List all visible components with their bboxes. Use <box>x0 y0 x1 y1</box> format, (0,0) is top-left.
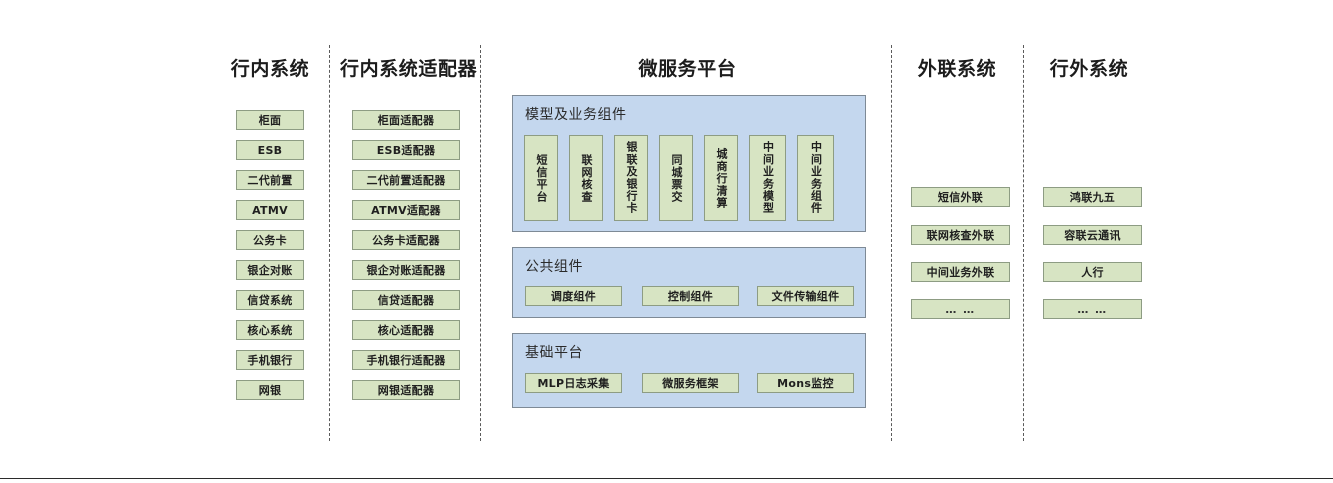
node-model-component-4[interactable]: 同城票交 <box>659 135 693 221</box>
node-in-bank-system-3[interactable]: 二代前置 <box>236 170 304 190</box>
node-in-bank-system-2[interactable]: ESB <box>236 140 304 160</box>
column-divider-2 <box>480 45 481 441</box>
node-in-bank-adapter-7[interactable]: 信贷适配器 <box>352 290 460 310</box>
column-title-external-link-systems: 外联系统 <box>917 58 997 80</box>
panel-public-components: 公共组件 <box>512 247 866 318</box>
node-in-bank-adapter-3[interactable]: 二代前置适配器 <box>352 170 460 190</box>
node-model-component-6[interactable]: 中间业务模型 <box>749 135 786 221</box>
node-public-component-2[interactable]: 控制组件 <box>642 286 739 306</box>
node-off-bank-3[interactable]: 人行 <box>1043 262 1142 282</box>
node-in-bank-adapter-9[interactable]: 手机银行适配器 <box>352 350 460 370</box>
node-off-bank-2[interactable]: 容联云通讯 <box>1043 225 1142 245</box>
node-external-link-1[interactable]: 短信外联 <box>911 187 1010 207</box>
bottom-rule <box>0 478 1333 479</box>
node-in-bank-adapter-10[interactable]: 网银适配器 <box>352 380 460 400</box>
node-in-bank-system-1[interactable]: 柜面 <box>236 110 304 130</box>
node-in-bank-system-9[interactable]: 手机银行 <box>236 350 304 370</box>
node-in-bank-system-8[interactable]: 核心系统 <box>236 320 304 340</box>
node-base-platform-1[interactable]: MLP日志采集 <box>525 373 622 393</box>
node-off-bank-4[interactable]: … … <box>1043 299 1142 319</box>
node-public-component-3[interactable]: 文件传输组件 <box>757 286 854 306</box>
node-in-bank-system-10[interactable]: 网银 <box>236 380 304 400</box>
column-title-microservice-platform: 微服务平台 <box>638 58 737 80</box>
panel-title-base-platform: 基础平台 <box>525 345 583 361</box>
column-title-off-bank-systems: 行外系统 <box>1049 58 1129 80</box>
node-in-bank-system-7[interactable]: 信贷系统 <box>236 290 304 310</box>
node-base-platform-3[interactable]: Mons监控 <box>757 373 854 393</box>
node-in-bank-system-6[interactable]: 银企对账 <box>236 260 304 280</box>
node-in-bank-adapter-6[interactable]: 银企对账适配器 <box>352 260 460 280</box>
node-model-component-3[interactable]: 银联及银行卡 <box>614 135 648 221</box>
column-title-in-bank-adapters: 行内系统适配器 <box>340 58 478 80</box>
node-external-link-2[interactable]: 联网核查外联 <box>911 225 1010 245</box>
node-public-component-1[interactable]: 调度组件 <box>525 286 622 306</box>
node-in-bank-system-4[interactable]: ATMV <box>236 200 304 220</box>
column-divider-4 <box>1023 45 1024 441</box>
node-in-bank-adapter-4[interactable]: ATMV适配器 <box>352 200 460 220</box>
node-in-bank-adapter-2[interactable]: ESB适配器 <box>352 140 460 160</box>
column-divider-3 <box>891 45 892 441</box>
column-title-in-bank-systems: 行内系统 <box>230 58 310 80</box>
node-off-bank-1[interactable]: 鸿联九五 <box>1043 187 1142 207</box>
panel-title-public-components: 公共组件 <box>525 259 583 275</box>
node-base-platform-2[interactable]: 微服务框架 <box>642 373 739 393</box>
node-model-component-2[interactable]: 联网核查 <box>569 135 603 221</box>
node-in-bank-adapter-1[interactable]: 柜面适配器 <box>352 110 460 130</box>
column-divider-1 <box>329 45 330 441</box>
node-model-component-7[interactable]: 中间业务组件 <box>797 135 834 221</box>
node-in-bank-adapter-5[interactable]: 公务卡适配器 <box>352 230 460 250</box>
node-model-component-5[interactable]: 城商行清算 <box>704 135 738 221</box>
panel-base-platform: 基础平台 <box>512 333 866 408</box>
panel-title-model-business-components: 模型及业务组件 <box>525 107 627 123</box>
node-model-component-1[interactable]: 短信平台 <box>524 135 558 221</box>
node-external-link-4[interactable]: … … <box>911 299 1010 319</box>
node-in-bank-adapter-8[interactable]: 核心适配器 <box>352 320 460 340</box>
node-external-link-3[interactable]: 中间业务外联 <box>911 262 1010 282</box>
node-in-bank-system-5[interactable]: 公务卡 <box>236 230 304 250</box>
